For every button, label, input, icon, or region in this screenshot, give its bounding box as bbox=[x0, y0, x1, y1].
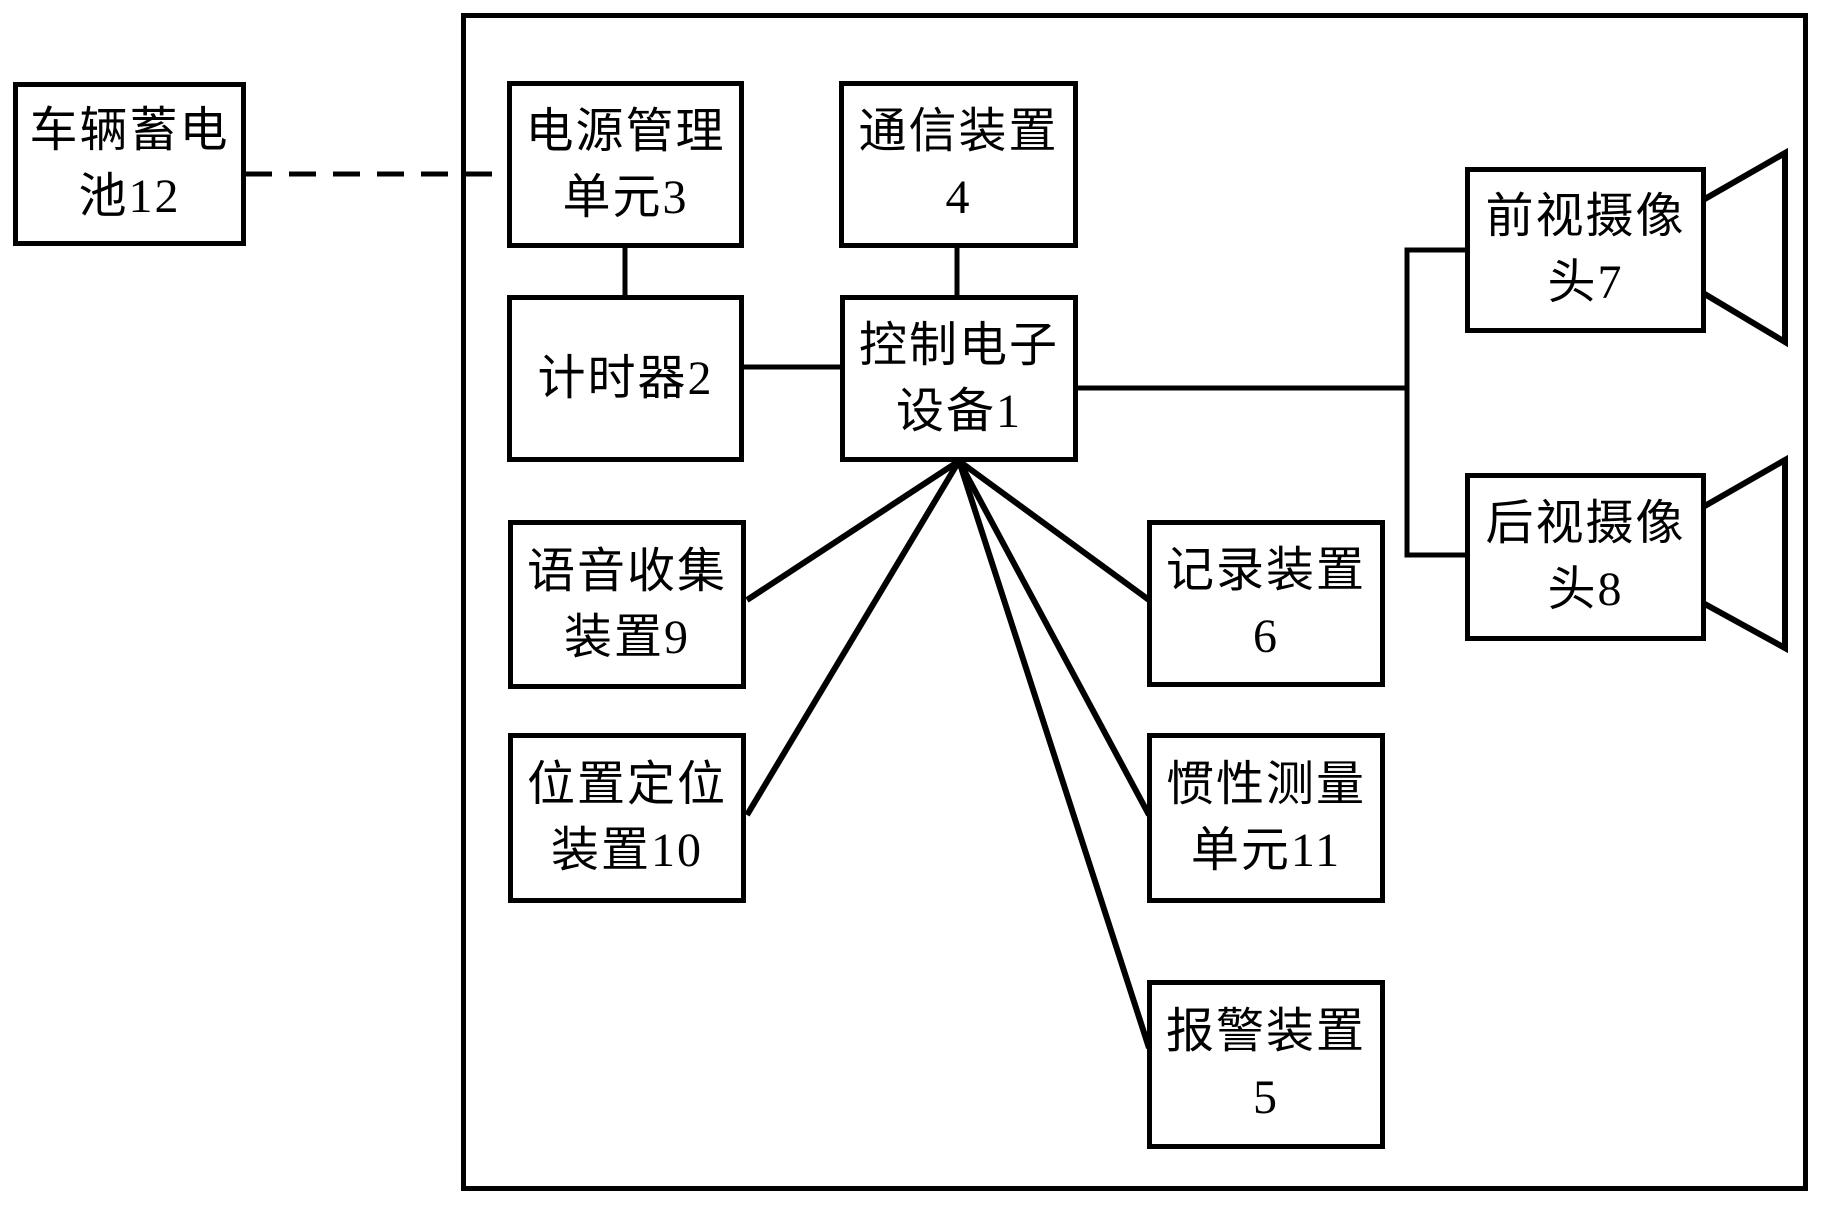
node-vehicle-battery: 车辆蓄电 池12 bbox=[13, 82, 246, 246]
node-label-line: 车辆蓄电 bbox=[29, 104, 230, 157]
node-label-line: 6 bbox=[1253, 609, 1279, 663]
node-label-line: 电源管理 bbox=[525, 104, 726, 158]
rear-camera-icon bbox=[1701, 454, 1788, 654]
node-alarm-device: 报警装置 5 bbox=[1147, 980, 1385, 1149]
node-label-line: 前视摄像 bbox=[1485, 190, 1686, 243]
node-voice-collection-device: 语音收集 装置9 bbox=[508, 520, 746, 689]
node-label-line: 装置9 bbox=[563, 610, 690, 664]
node-label-line: 记录装置 bbox=[1165, 543, 1366, 597]
connector-control-cameras bbox=[1078, 247, 1467, 558]
node-label-line: 惯性测量 bbox=[1165, 758, 1366, 811]
node-label-line: 头7 bbox=[1547, 256, 1624, 309]
connector-control-position bbox=[744, 459, 962, 817]
node-power-management-unit: 电源管理 单元3 bbox=[507, 81, 744, 248]
node-label-line: 报警装置 bbox=[1165, 1004, 1366, 1058]
node-label-line: 计时器2 bbox=[537, 351, 714, 405]
connector-control-voice bbox=[745, 458, 961, 603]
node-recording-device: 记录装置 6 bbox=[1147, 520, 1385, 687]
node-rear-view-camera: 后视摄像 头8 bbox=[1465, 473, 1706, 641]
node-label-line: 头8 bbox=[1547, 563, 1624, 616]
system-boundary-box bbox=[461, 13, 1808, 1191]
node-label-line: 语音收集 bbox=[526, 544, 727, 598]
node-label-line: 通信装置 bbox=[858, 104, 1059, 158]
node-inertial-measurement-unit: 惯性测量 单元11 bbox=[1147, 733, 1385, 903]
node-label-line: 控制电子 bbox=[858, 318, 1059, 372]
front-camera-icon bbox=[1701, 147, 1788, 348]
node-control-electronics: 控制电子 设备1 bbox=[840, 295, 1078, 462]
node-label-line: 单元11 bbox=[1190, 824, 1342, 877]
connector-control-imu bbox=[956, 459, 1152, 817]
node-timer: 计时器2 bbox=[507, 295, 744, 462]
node-label-line: 单元3 bbox=[562, 170, 689, 224]
node-label-line: 设备1 bbox=[895, 384, 1022, 438]
node-label-line: 4 bbox=[945, 170, 972, 224]
connector-control-alarm bbox=[956, 460, 1152, 1049]
node-front-view-camera: 前视摄像 头7 bbox=[1465, 167, 1706, 333]
node-communication-device: 通信装置 4 bbox=[839, 81, 1078, 248]
node-position-locating-device: 位置定位 装置10 bbox=[508, 733, 746, 903]
node-label-line: 位置定位 bbox=[526, 758, 727, 811]
node-label-line: 池12 bbox=[78, 170, 181, 223]
node-label-line: 5 bbox=[1253, 1070, 1279, 1124]
node-label-line: 装置10 bbox=[550, 824, 703, 877]
connector-control-record bbox=[957, 458, 1151, 603]
node-label-line: 后视摄像 bbox=[1485, 497, 1686, 550]
